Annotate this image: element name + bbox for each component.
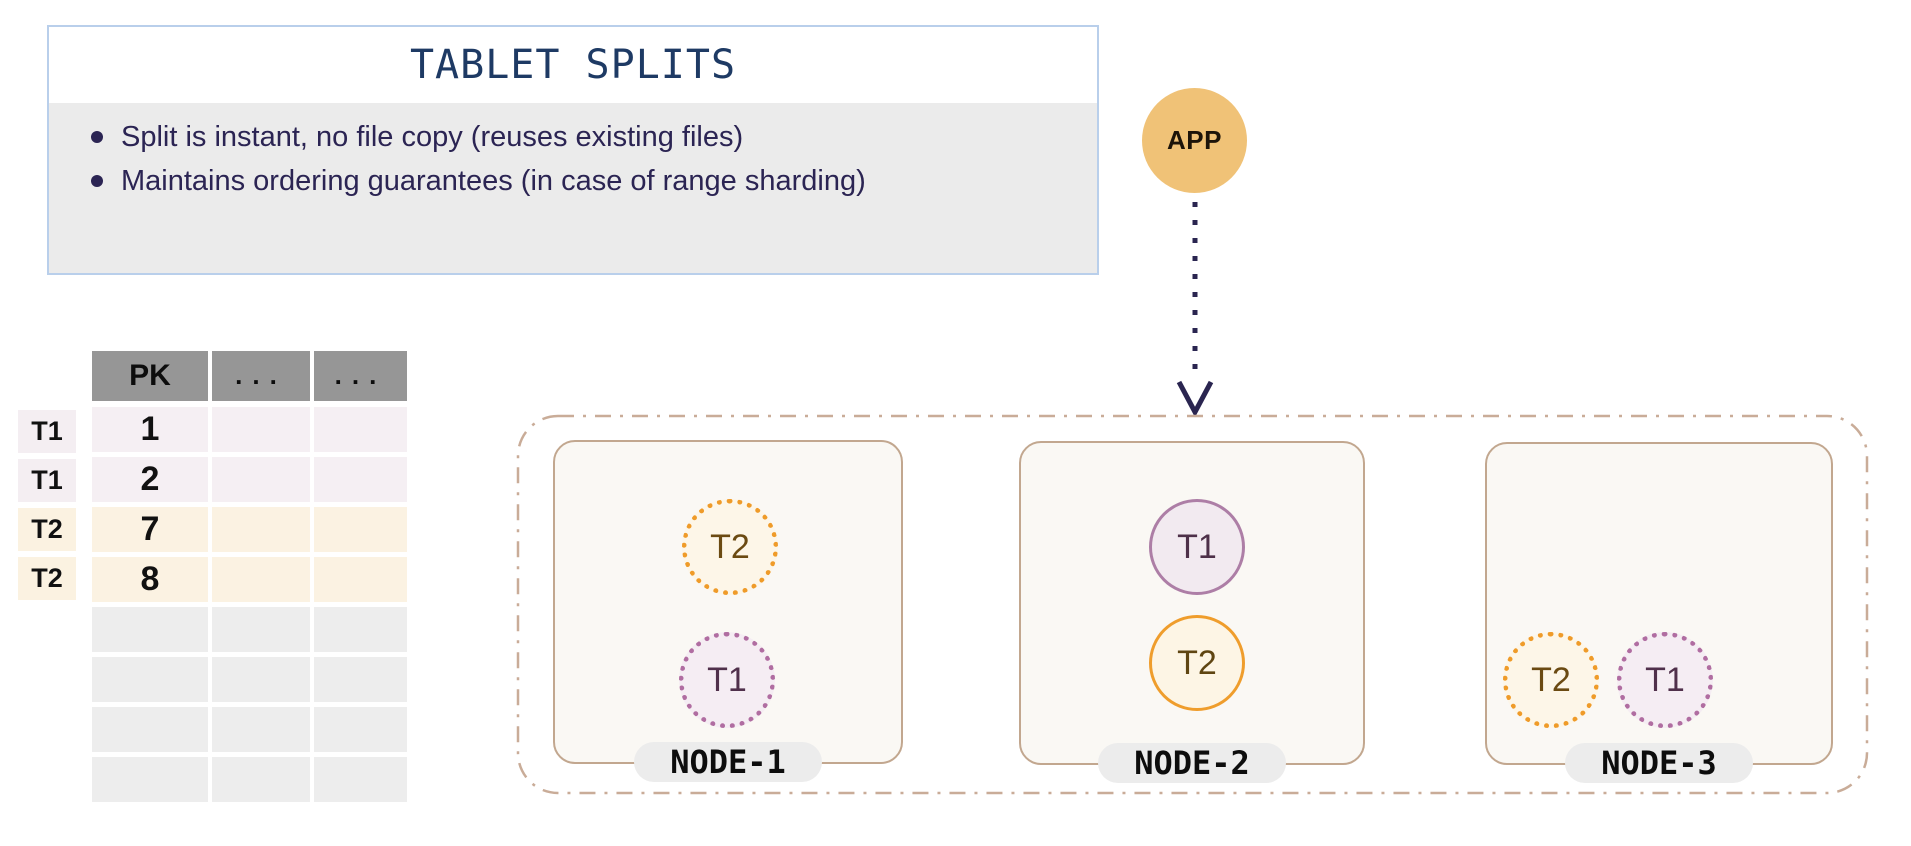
table-header-dots: ... (212, 351, 310, 401)
tablet-circle-t1: T1 (1617, 632, 1713, 728)
table-cell-empty (92, 607, 208, 652)
app-circle: APP (1142, 88, 1247, 193)
info-box-body: Split is instant, no file copy (reuses e… (49, 103, 1097, 273)
bullet-dot-icon (91, 175, 103, 187)
table-cell-empty (212, 757, 310, 802)
table-cell-empty (212, 507, 310, 552)
info-box-title: TABLET SPLITS (409, 42, 737, 88)
app-label: APP (1167, 125, 1222, 155)
cluster-boundary (516, 414, 1869, 795)
table-cell-empty (92, 657, 208, 702)
table-cell-empty (314, 407, 407, 452)
node-label-pill: NODE-3 (1565, 743, 1753, 783)
node-box-3: T2 T1 NODE-3 (1485, 442, 1833, 783)
info-box-header: TABLET SPLITS (49, 27, 1097, 103)
table-cell-empty (212, 457, 310, 502)
table-cell-empty (314, 757, 407, 802)
table-cell-empty (314, 707, 407, 752)
table-cell-empty (314, 457, 407, 502)
bullet-item: Split is instant, no file copy (reuses e… (89, 115, 1057, 159)
table-row-tag: T1 (18, 459, 76, 502)
node-label-pill: NODE-2 (1098, 743, 1286, 783)
tablet-circle-t1: T1 (1149, 499, 1245, 595)
table-cell-pk: 2 (92, 457, 208, 502)
table-cell-empty (314, 657, 407, 702)
table-cell-pk: 1 (92, 407, 208, 452)
bullet-text: Maintains ordering guarantees (in case o… (121, 165, 866, 197)
table-cell-empty (212, 657, 310, 702)
table-row-tag: T2 (18, 557, 76, 600)
bullet-dot-icon (91, 131, 103, 143)
table-cell-empty (212, 707, 310, 752)
table-row-tag: T1 (18, 410, 76, 453)
table-cell-pk: 8 (92, 557, 208, 602)
table-header-dots: ... (314, 351, 407, 401)
table-cell-empty (314, 557, 407, 602)
tablet-circle-t2: T2 (1149, 615, 1245, 711)
table-cell-empty (314, 507, 407, 552)
node-box-2: T1 T2 NODE-2 (1019, 441, 1365, 783)
info-box: TABLET SPLITS Split is instant, no file … (47, 25, 1099, 275)
tablet-circle-t2: T2 (1503, 632, 1599, 728)
table-cell-empty (314, 607, 407, 652)
bullet-item: Maintains ordering guarantees (in case o… (89, 159, 1057, 203)
table-cell-empty (212, 407, 310, 452)
tablet-circle-t2: T2 (682, 499, 778, 595)
node-label-pill: NODE-1 (634, 742, 822, 782)
table-cell-empty (212, 557, 310, 602)
table-cell-empty (92, 757, 208, 802)
node-box-1: T2 T1 NODE-1 (553, 440, 903, 782)
table-cell-empty (212, 607, 310, 652)
app-to-node-arrow-icon (1176, 202, 1214, 418)
tablet-circle-t1: T1 (679, 632, 775, 728)
table-header-pk: PK (92, 351, 208, 401)
bullet-text: Split is instant, no file copy (reuses e… (121, 121, 744, 153)
table-cell-empty (92, 707, 208, 752)
table-cell-pk: 7 (92, 507, 208, 552)
table-row-tag: T2 (18, 508, 76, 551)
